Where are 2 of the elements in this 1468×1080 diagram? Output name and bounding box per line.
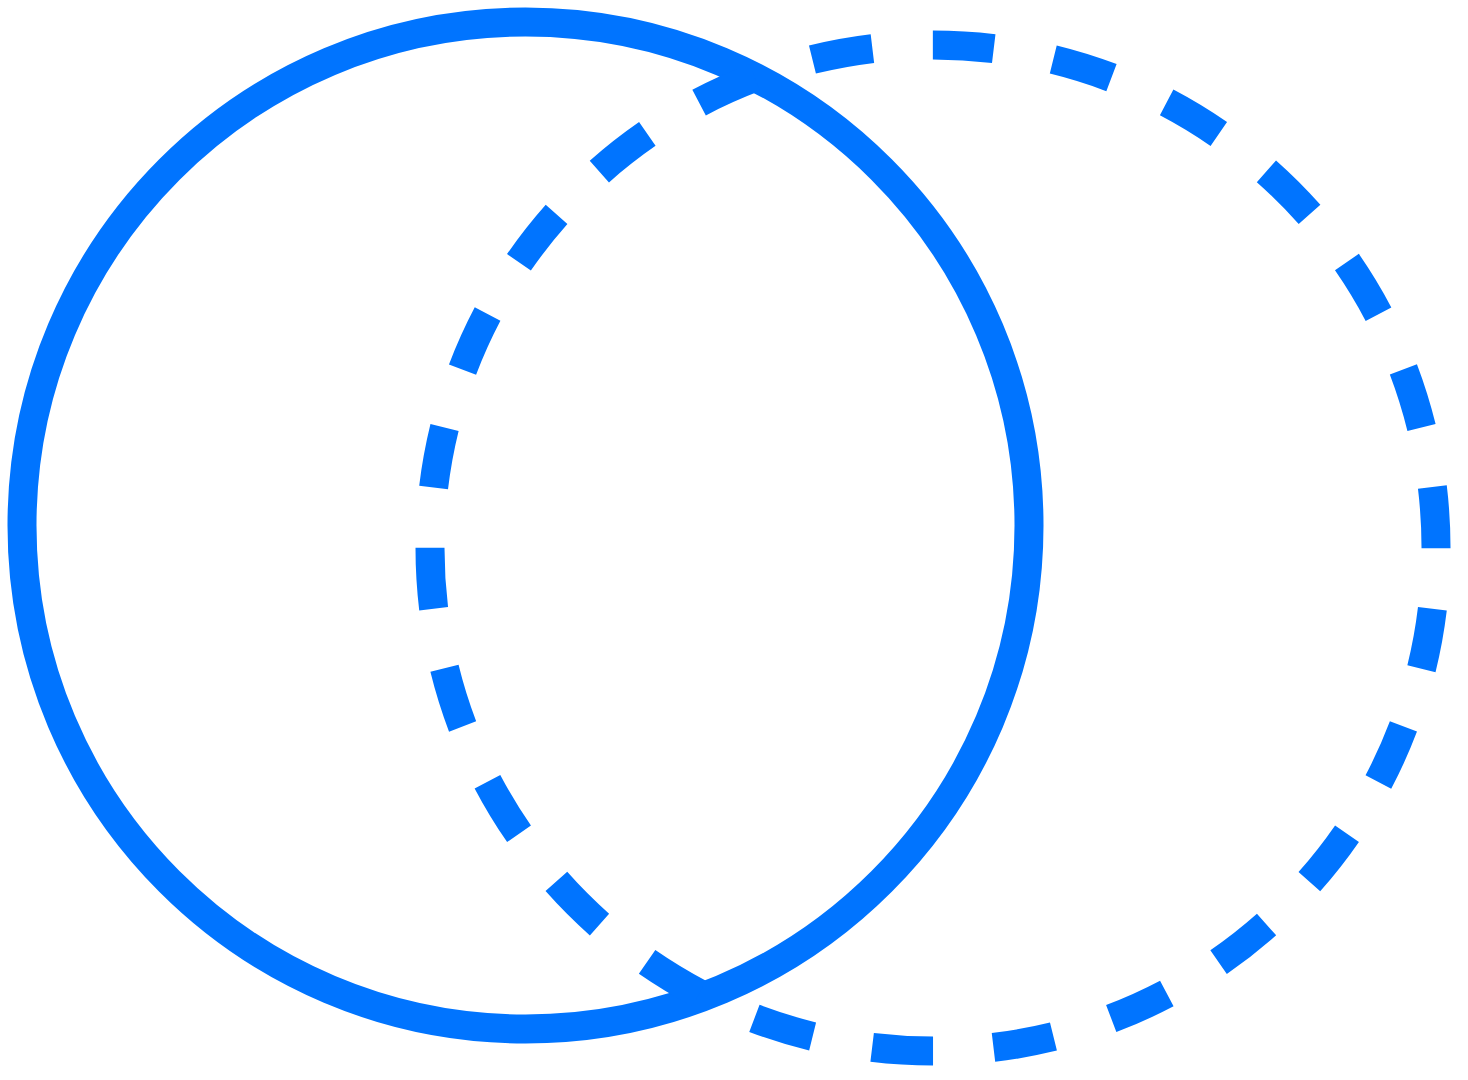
circle <box>415 30 1451 1066</box>
circle <box>7 7 1044 1044</box>
